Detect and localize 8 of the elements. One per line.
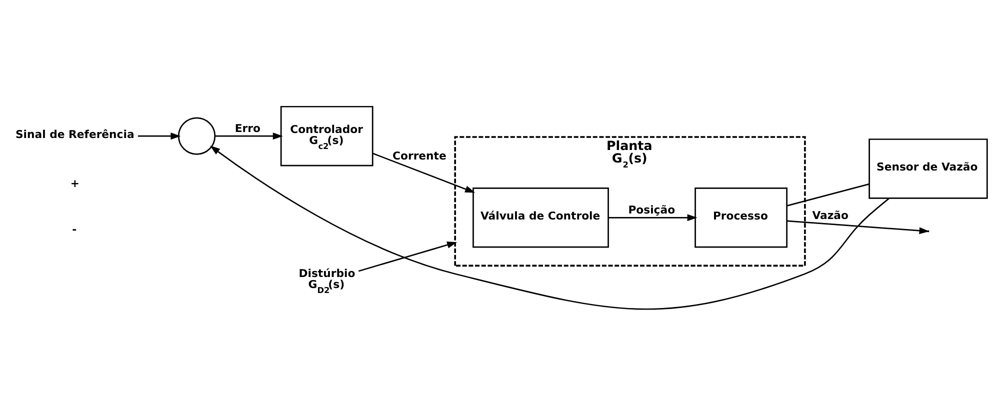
node-text: Sinal de Referência bbox=[15, 128, 134, 141]
node-text: Distúrbio G$_{D2}$(s) bbox=[298, 267, 356, 295]
edge-label: Posição bbox=[628, 204, 676, 217]
edge-label: Vazão bbox=[812, 209, 848, 222]
label: - bbox=[72, 223, 77, 236]
edge-label: Erro bbox=[234, 122, 260, 136]
label: + bbox=[70, 176, 80, 190]
edge-label: Corrente bbox=[392, 149, 446, 162]
